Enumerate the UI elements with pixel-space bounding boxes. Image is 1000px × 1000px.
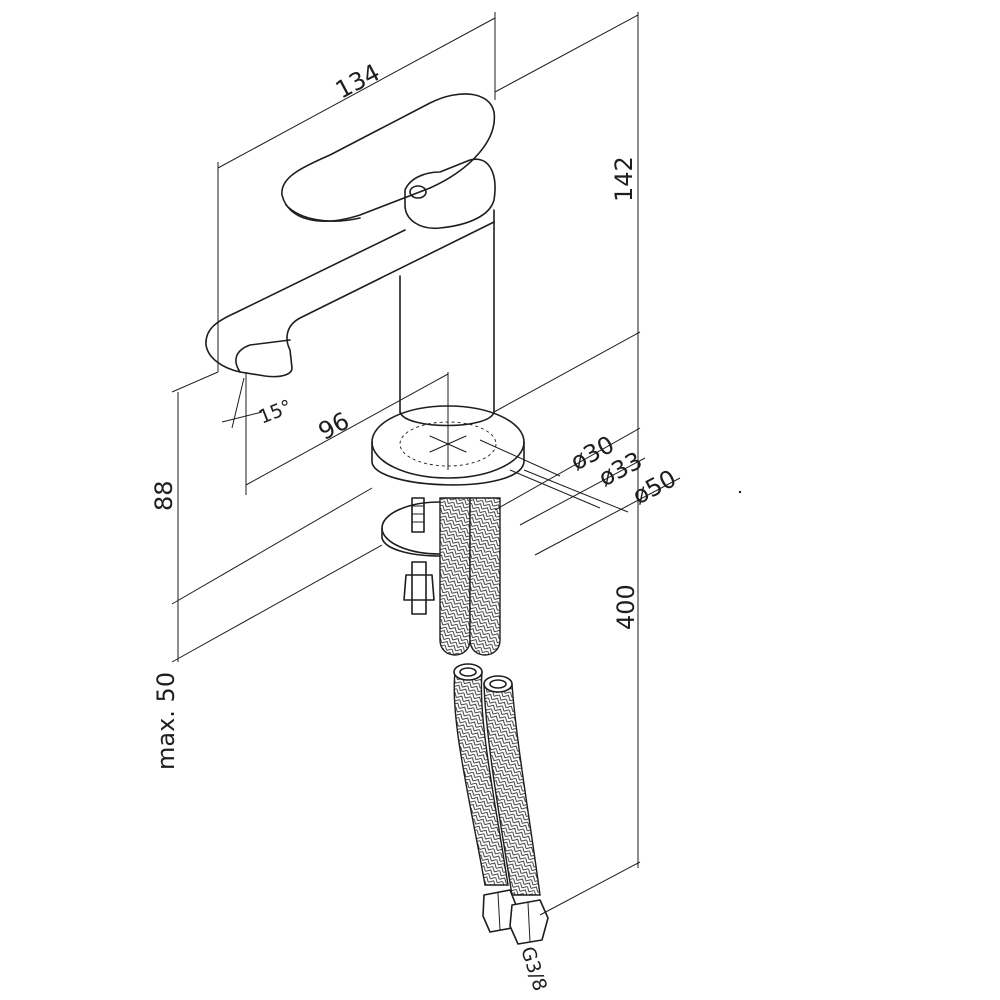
label-400: 400: [612, 584, 640, 630]
stray-dot: [738, 490, 742, 494]
hose-left-lower: [453, 671, 509, 886]
supply-hoses-upper: [439, 497, 501, 656]
stem-base: [399, 411, 495, 427]
ext-line-dia: [479, 439, 561, 477]
base-flange: [371, 372, 525, 486]
dim-line-134: [217, 17, 496, 169]
fixing-rod: [411, 561, 427, 615]
cartridge-housing: [404, 158, 496, 230]
label-142: 142: [610, 156, 638, 202]
dim-line-dia50: [534, 477, 681, 556]
dimension-labels: 134 142 96 15° 88 max. 50 400 ø30 ø33 ø5…: [150, 58, 681, 994]
ext-line-dia-c: [523, 469, 629, 513]
label-134: 134: [331, 58, 385, 104]
hose-left-end: [453, 663, 483, 681]
spout-underside: [235, 339, 291, 373]
ext-line-max50-bottom: [171, 544, 383, 663]
ext-line-88-bottom: [171, 487, 373, 605]
spout: [205, 209, 495, 378]
dim-line-dia30: [494, 427, 641, 511]
faucet-body: [205, 93, 496, 427]
ext-line-88-top: [171, 371, 219, 393]
dim-line-96: [245, 373, 449, 486]
ext-line-dia-b: [509, 469, 601, 509]
angle-line-15b: [231, 377, 245, 429]
dimension-lines: [171, 12, 681, 916]
threaded-rod: [411, 497, 425, 533]
ext-line-142-top: [494, 14, 639, 93]
ext-line-142-bottom: [493, 331, 641, 413]
label-g38: G3/8: [516, 944, 551, 994]
angle-line-15: [221, 411, 263, 423]
ext-line-400-bottom: [539, 861, 641, 916]
hose-left-upper: [439, 497, 471, 656]
hose-right-end: [483, 675, 513, 693]
flange-side: [371, 441, 525, 486]
handle-lever: [281, 93, 496, 222]
label-88: 88: [150, 480, 178, 511]
handle-lever-edge: [285, 204, 361, 222]
hose-right-lower: [483, 683, 541, 896]
label-15-deg: 15°: [256, 396, 295, 429]
supply-hoses-lower: [453, 663, 549, 945]
fixing-nut: [403, 574, 435, 601]
label-max50: max. 50: [152, 672, 180, 770]
dim-line-dia33: [519, 457, 646, 526]
handle-pivot: [409, 185, 427, 199]
label-96: 96: [314, 407, 354, 446]
hose-right-upper: [469, 497, 501, 656]
